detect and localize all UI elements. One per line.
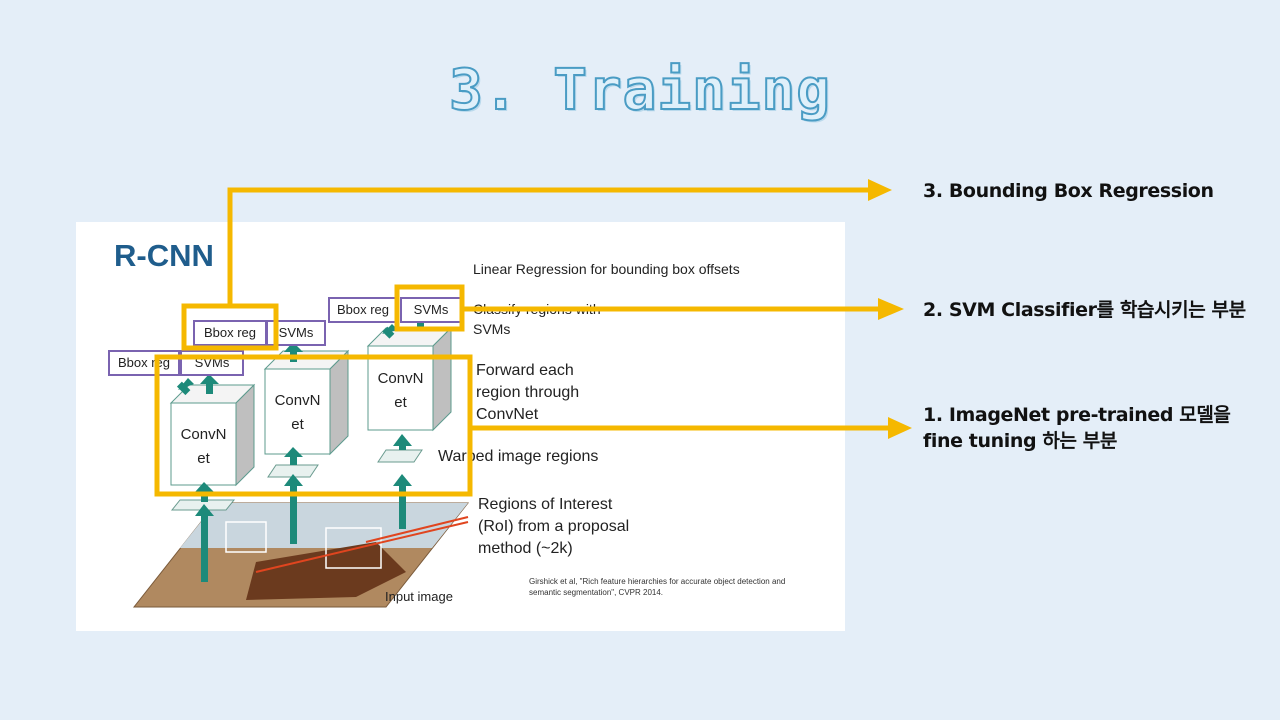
convnet-cube-3: [366, 326, 453, 432]
callout-bbox-regression: 3. Bounding Box Regression: [923, 180, 1214, 202]
input-image-label: Input image: [385, 589, 453, 604]
convnet-label-1: ConvN et: [180, 426, 227, 467]
bbox-reg-label-3: Bbox reg: [328, 297, 398, 323]
rcnn-title: R-CNN: [114, 238, 214, 273]
citation: Girshick et al, "Rich feature hierarchie…: [529, 577, 786, 597]
convnet-cube-1: [169, 383, 256, 487]
finetune-arrowhead: [888, 417, 912, 439]
slide-title: 3. Training: [448, 57, 831, 124]
warped-regions-text: Warped image regions: [438, 448, 599, 465]
svm-arrowhead: [878, 298, 904, 320]
roi-box: [225, 521, 267, 553]
warped-region: [377, 449, 423, 463]
warped-region: [267, 464, 319, 478]
bbox-reg-label-2: Bbox reg: [193, 320, 267, 346]
warped-region: [170, 499, 236, 511]
svms-label-3: SVMs: [400, 297, 462, 323]
forward-text: Forward each region through ConvNet: [476, 362, 580, 423]
callout-svm-classifier: 2. SVM Classifier를 학습시키는 부분: [923, 299, 1246, 321]
convnet-label-2: ConvN et: [274, 392, 321, 433]
svm-highlight: [394, 284, 465, 332]
roi-box: [325, 527, 382, 569]
linear-regression-text: Linear Regression for bounding box offse…: [473, 261, 740, 277]
roi-pointer: [365, 516, 469, 543]
bbox-arrow-line: [227, 187, 870, 306]
bbox-highlight: [181, 303, 279, 351]
input-image-horse: [246, 542, 406, 600]
roi-text: Regions of Interest (RoI) from a proposa…: [478, 496, 630, 557]
input-image-sky: [180, 503, 468, 548]
finetune-highlight: [154, 354, 473, 497]
convnet-label-3: ConvN et: [377, 370, 424, 411]
roi-pointer: [255, 521, 469, 573]
bbox-arrowhead: [868, 179, 892, 201]
callout-finetune: 1. ImageNet pre-trained 모델을 fine tuning …: [923, 404, 1231, 452]
